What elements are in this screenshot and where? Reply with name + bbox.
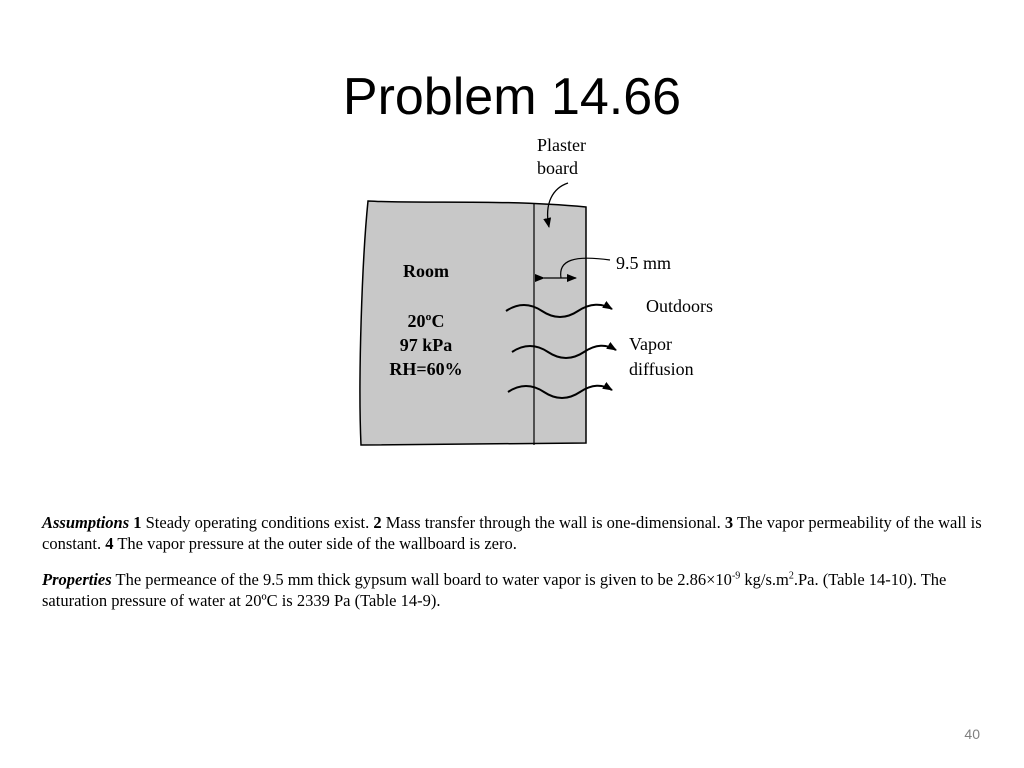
room-region — [359, 200, 587, 446]
properties-paragraph: Properties The permeance of the 9.5 mm t… — [42, 569, 1002, 611]
assumption-number-1: 1 — [133, 513, 142, 532]
assumption-text-3: The vapor permeability of the wall is co… — [42, 513, 982, 553]
vapor-label-line2: diffusion — [629, 359, 694, 379]
assumption-text-4: The vapor pressure at the outer side of … — [113, 534, 517, 553]
room-temperature: 20ºC — [408, 311, 445, 331]
assumptions-paragraph: Assumptions 1 Steady operating condition… — [42, 512, 1002, 554]
assumption-text-1: Steady operating conditions exist. — [141, 513, 374, 532]
room-pressure: 97 kPa — [400, 335, 453, 355]
assumption-number-2: 2 — [373, 513, 382, 532]
room-label: Room — [403, 261, 449, 281]
slide-title: Problem 14.66 — [342, 68, 682, 126]
vapor-label-line1: Vapor — [629, 334, 672, 354]
assumption-number-4: 4 — [105, 534, 114, 553]
plaster-arrow — [543, 182, 569, 228]
permeance-exponent: -9 — [731, 570, 741, 582]
room-humidity: RH=60% — [389, 359, 462, 379]
assumptions-heading: Assumptions — [42, 513, 130, 532]
assumption-number-3: 3 — [724, 513, 734, 532]
properties-text-2: kg/s.m — [740, 570, 789, 589]
plaster-label-line1: Plaster — [537, 135, 586, 155]
page-number: 40 — [964, 726, 980, 742]
properties-text-3: .Pa. (Table 14-10). The saturation press… — [42, 570, 947, 610]
area-exponent: 2 — [788, 570, 794, 582]
wall-diagram: Room 20ºC 97 kPa RH=60% Plaster board 9.… — [359, 135, 713, 446]
vapor-arrow-2 — [511, 341, 617, 359]
plaster-label-line2: board — [537, 158, 578, 178]
thickness-label: 9.5 mm — [616, 253, 671, 273]
assumption-text-2: Mass transfer through the wall is one-di… — [381, 513, 725, 532]
thickness-leader-line — [560, 257, 611, 279]
outdoors-label: Outdoors — [646, 296, 713, 316]
vapor-arrow-3 — [507, 381, 613, 399]
vapor-arrow-1 — [505, 300, 613, 318]
properties-text-1: The permeance of the 9.5 mm thick gypsum… — [111, 570, 732, 589]
properties-heading: Properties — [42, 570, 112, 589]
